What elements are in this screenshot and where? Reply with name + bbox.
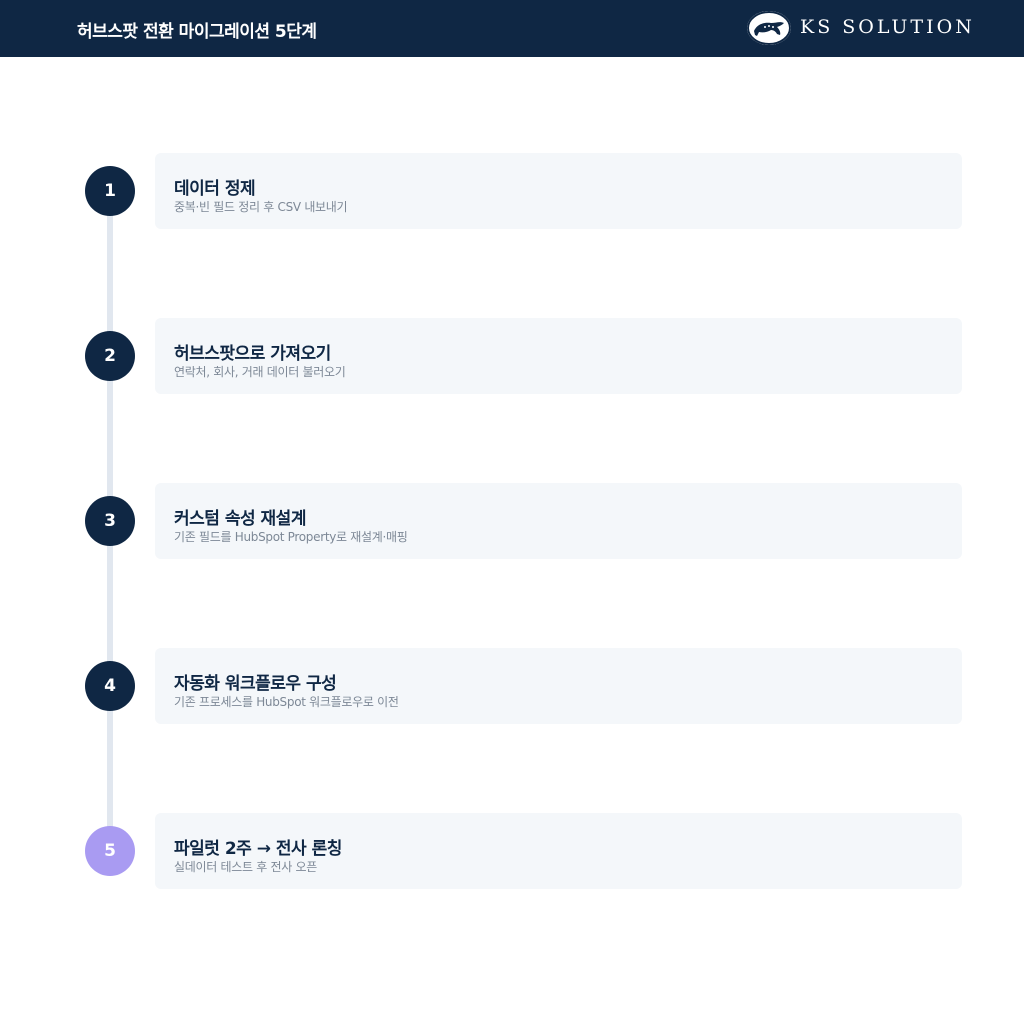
leopard-emblem-icon [747, 11, 791, 45]
step-number-badge: 1 [85, 166, 135, 216]
step-description: 기존 필드를 HubSpot Property로 재설계·매핑 [174, 530, 408, 544]
step-number-badge: 3 [85, 496, 135, 546]
step-number-badge: 5 [85, 826, 135, 876]
step-number-badge: 2 [85, 331, 135, 381]
step-card: 자동화 워크플로우 구성 기존 프로세스를 HubSpot 워크플로우로 이전 [155, 648, 962, 724]
step-card: 허브스팟으로 가져오기 연락처, 회사, 거래 데이터 불러오기 [155, 318, 962, 394]
step-3: 3 커스텀 속성 재설계 기존 필드를 HubSpot Property로 재설… [0, 483, 1024, 559]
step-5: 5 파일럿 2주 → 전사 론칭 실데이터 테스트 후 전사 오픈 [0, 813, 1024, 889]
step-title: 커스텀 속성 재설계 [174, 509, 306, 529]
step-number-badge: 4 [85, 661, 135, 711]
step-description: 중복·빈 필드 정리 후 CSV 내보내기 [174, 200, 348, 214]
step-card: 데이터 정제 중복·빈 필드 정리 후 CSV 내보내기 [155, 153, 962, 229]
step-4: 4 자동화 워크플로우 구성 기존 프로세스를 HubSpot 워크플로우로 이… [0, 648, 1024, 724]
step-1: 1 데이터 정제 중복·빈 필드 정리 후 CSV 내보내기 [0, 153, 1024, 229]
step-description: 실데이터 테스트 후 전사 오픈 [174, 860, 317, 874]
step-title: 데이터 정제 [174, 179, 256, 199]
page-title: 허브스팟 전환 마이그레이션 5단계 [77, 22, 317, 42]
step-title: 파일럿 2주 → 전사 론칭 [174, 839, 342, 859]
step-card: 파일럿 2주 → 전사 론칭 실데이터 테스트 후 전사 오픈 [155, 813, 962, 889]
step-2: 2 허브스팟으로 가져오기 연락처, 회사, 거래 데이터 불러오기 [0, 318, 1024, 394]
step-description: 기존 프로세스를 HubSpot 워크플로우로 이전 [174, 695, 399, 709]
header-bar: 허브스팟 전환 마이그레이션 5단계 KS SOLUTION [0, 0, 1024, 57]
brand-logo-text: KS SOLUTION [800, 16, 975, 38]
step-card: 커스텀 속성 재설계 기존 필드를 HubSpot Property로 재설계·… [155, 483, 962, 559]
step-title: 허브스팟으로 가져오기 [174, 344, 331, 364]
step-description: 연락처, 회사, 거래 데이터 불러오기 [174, 365, 346, 379]
step-title: 자동화 워크플로우 구성 [174, 674, 337, 694]
